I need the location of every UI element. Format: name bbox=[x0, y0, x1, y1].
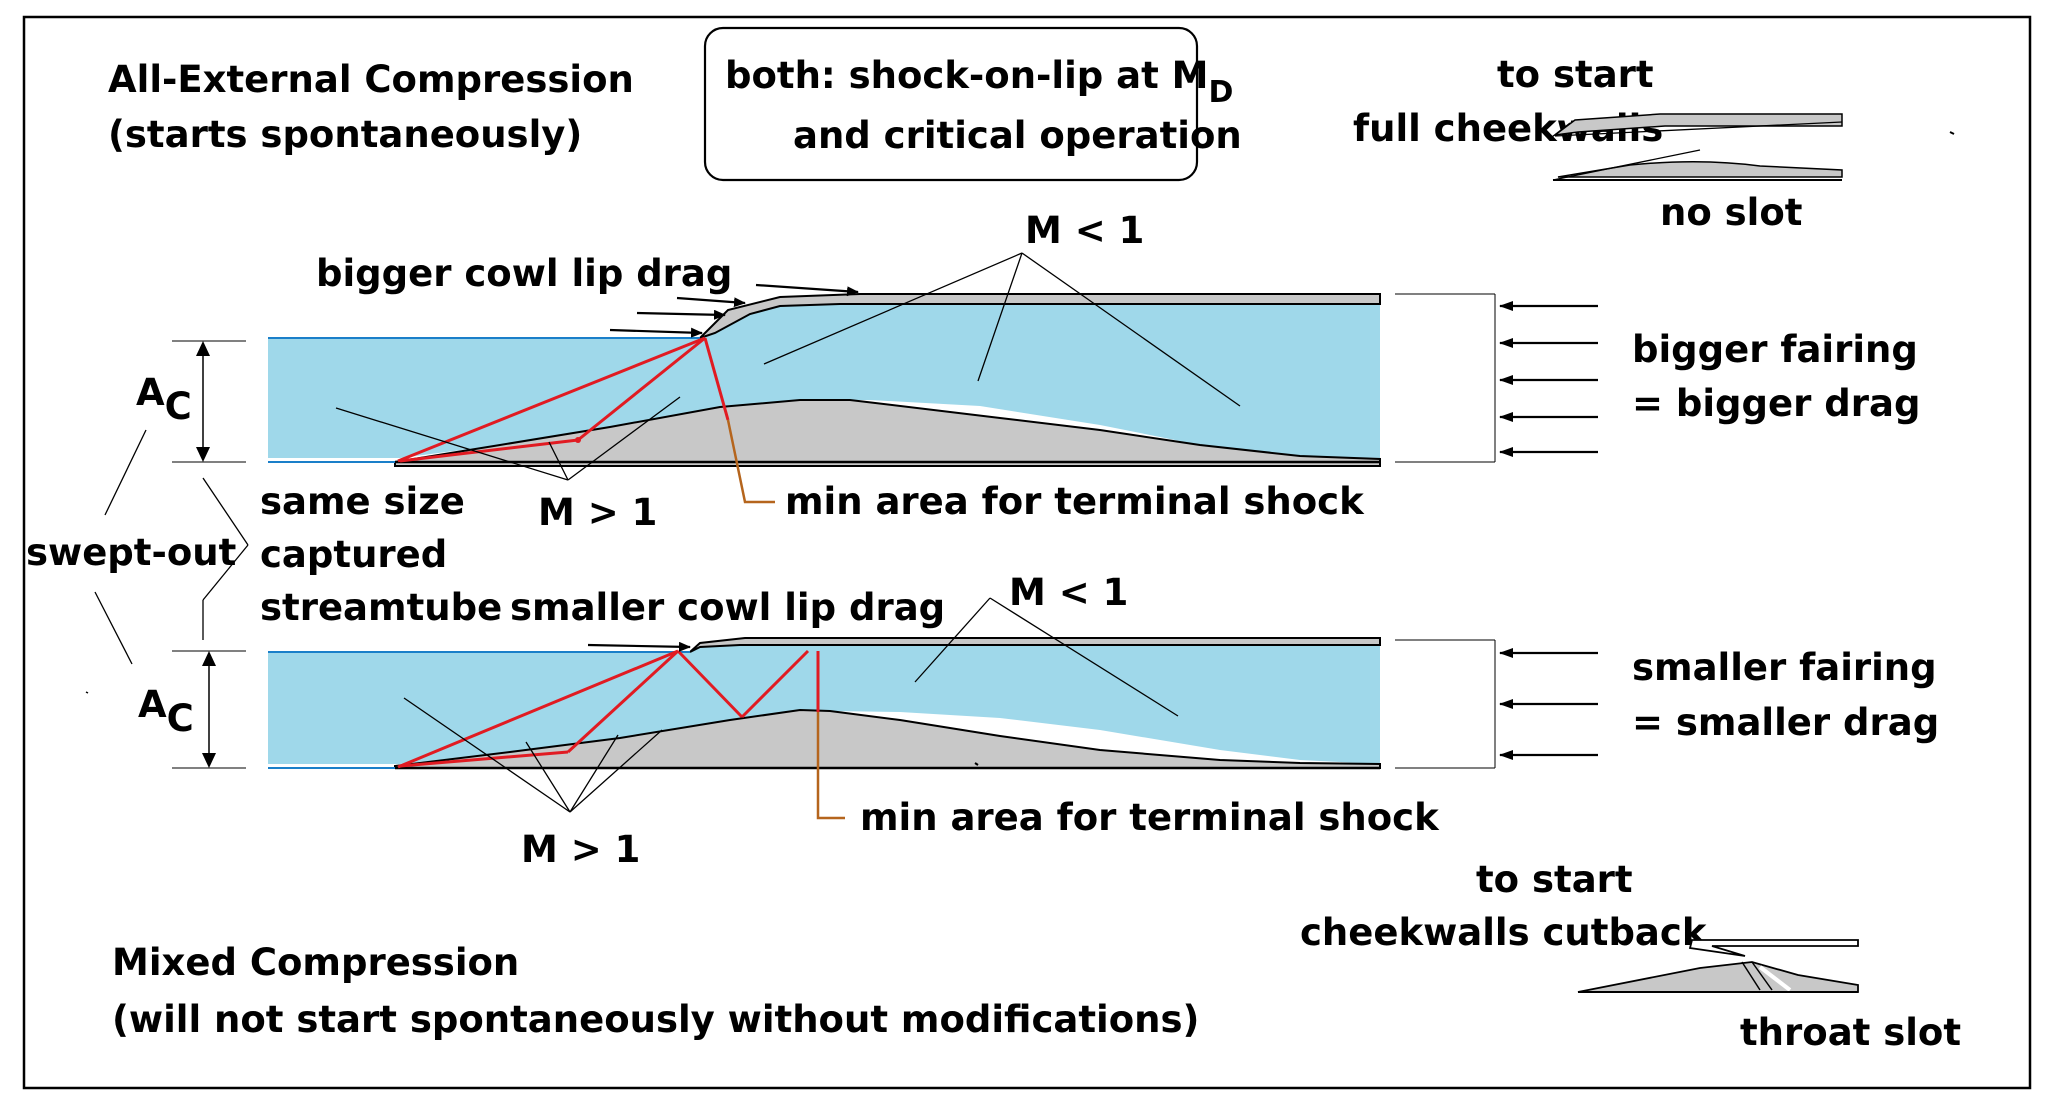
swept-out-label: swept-out bbox=[26, 531, 236, 574]
full-cheekwall-sketch bbox=[1551, 113, 1955, 181]
lower-capture-area-label: AC bbox=[138, 683, 194, 740]
lower-cowl bbox=[689, 637, 1381, 653]
lower-supersonic-leaders bbox=[403, 697, 663, 813]
lower-reflected-shock-3 bbox=[740, 649, 810, 719]
lower-lip-drag-label: smaller cowl lip drag bbox=[510, 586, 945, 629]
upper-fairing-line2: = bigger drag bbox=[1632, 382, 1920, 425]
condition-box bbox=[703, 26, 1199, 182]
lower-fairing-arrows bbox=[1499, 648, 1598, 760]
upper-ramp bbox=[394, 399, 1381, 467]
upper-cowl bbox=[699, 293, 1381, 339]
upper-oblique-shock bbox=[397, 336, 706, 463]
lower-reflected-shock-1 bbox=[566, 649, 680, 754]
upper-lip-drag-arrows bbox=[609, 283, 859, 338]
mixed-title: Mixed Compression bbox=[112, 941, 519, 984]
upper-intake bbox=[268, 293, 1496, 467]
lower-intake bbox=[268, 637, 1496, 770]
lower-min-area-label: min area for terminal shock bbox=[860, 796, 1440, 839]
upper-min-area-leader bbox=[726, 419, 775, 504]
upper-reflected-shock bbox=[577, 336, 706, 442]
external-title: All-External Compression bbox=[108, 58, 634, 101]
swept-out-leaders bbox=[94, 429, 147, 665]
bottom-right-line2: cheekwalls cutback bbox=[1300, 911, 1708, 954]
upper-terminal-shock bbox=[703, 337, 730, 421]
lower-ramp-shock bbox=[399, 750, 569, 768]
upper-capture-area-label: AC bbox=[136, 371, 192, 428]
lower-oblique-shock bbox=[397, 649, 679, 769]
condition-subscript: D bbox=[1209, 75, 1234, 110]
lower-subsonic-leaders bbox=[914, 597, 1179, 717]
external-subtitle: (starts spontaneously) bbox=[108, 113, 582, 156]
lower-flow-region bbox=[268, 645, 1380, 764]
same-size-line3: streamtube bbox=[260, 586, 502, 629]
upper-capture-dimension bbox=[172, 340, 246, 463]
mixed-subtitle: (will not start spontaneously without mo… bbox=[112, 998, 1199, 1041]
lower-reflected-shock-2 bbox=[676, 649, 744, 719]
upper-supersonic-leaders bbox=[335, 396, 681, 481]
lower-capture-dimension bbox=[172, 650, 246, 769]
lower-subsonic-label: M < 1 bbox=[1009, 571, 1128, 614]
upper-subsonic-label: M < 1 bbox=[1025, 209, 1144, 252]
bottom-right-line3: throat slot bbox=[1740, 1011, 1961, 1054]
same-size-line1: same size bbox=[260, 480, 465, 523]
bottom-right-line1: to start bbox=[1476, 858, 1633, 901]
cutback-cheekwall-sketch bbox=[1577, 939, 1859, 993]
lower-ramp bbox=[394, 708, 1381, 769]
lower-min-area-leader bbox=[816, 712, 845, 820]
upper-flow-region bbox=[268, 304, 1380, 458]
upper-ramp-shock bbox=[399, 438, 579, 463]
top-right-line1: to start bbox=[1497, 53, 1654, 96]
upper-subsonic-leaders bbox=[763, 252, 1241, 407]
upper-fairing-line1: bigger fairing bbox=[1632, 328, 1918, 371]
condition-line1: both: shock-on-lip at MD bbox=[725, 54, 1233, 110]
upper-min-area-label: min area for terminal shock bbox=[785, 480, 1365, 523]
same-size-leaders bbox=[202, 477, 249, 640]
upper-supersonic-label: M > 1 bbox=[538, 491, 657, 534]
lower-supersonic-label: M > 1 bbox=[521, 828, 640, 871]
lower-fairing-line2: = smaller drag bbox=[1632, 701, 1939, 744]
lower-fairing-line1: smaller fairing bbox=[1632, 646, 1937, 689]
upper-fairing-arrows bbox=[1499, 301, 1598, 457]
condition-line2: and critical operation bbox=[793, 114, 1242, 157]
top-right-line3: no slot bbox=[1660, 191, 1802, 234]
same-size-line2: captured bbox=[260, 533, 447, 576]
upper-lip-drag-label: bigger cowl lip drag bbox=[316, 252, 732, 295]
lower-lip-drag-arrow bbox=[587, 641, 691, 652]
outer-frame bbox=[22, 15, 2032, 1090]
